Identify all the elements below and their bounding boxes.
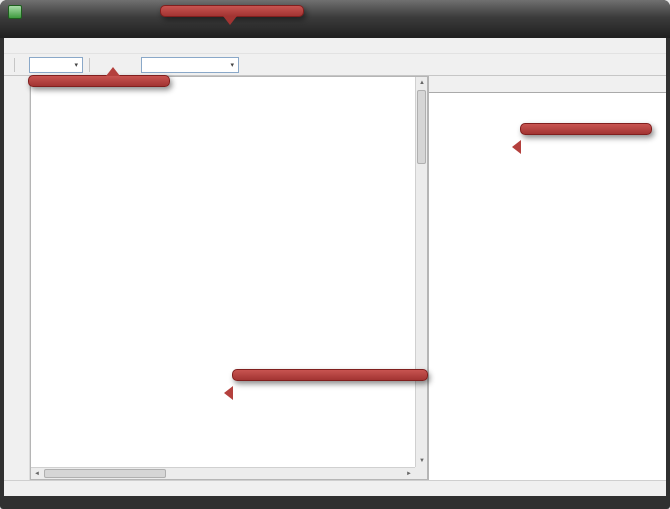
title-bar[interactable] [0, 0, 670, 38]
callout-external-databases [512, 123, 652, 154]
callout-draw-presentation [160, 5, 304, 25]
scroll-right-icon[interactable]: ► [406, 471, 412, 477]
scroll-up-icon[interactable]: ▲ [419, 80, 425, 86]
backpage-content [429, 92, 666, 480]
canvas-wrap: ▲ ▼ ◄ ► [30, 76, 428, 480]
callout-install-plugins [28, 67, 170, 87]
horizontal-scrollbar[interactable]: ◄ ► [31, 467, 415, 479]
callout-pointer-down [223, 16, 238, 25]
callout-pointer-left [224, 386, 233, 400]
status-bar [4, 480, 666, 496]
scroll-left-icon[interactable]: ◄ [34, 471, 40, 477]
chevron-down-icon: ▾ [74, 61, 78, 69]
toolbar: ▾ ▾ [4, 54, 666, 76]
callout-quantitative-data [224, 369, 428, 400]
app-icon [8, 5, 22, 19]
pathway-canvas[interactable] [31, 77, 415, 467]
menu-bar [4, 38, 666, 54]
chevron-down-icon: ▾ [230, 61, 234, 69]
toolbar-separator [89, 57, 90, 72]
visualization-select[interactable]: ▾ [141, 56, 239, 73]
client-area: ▾ ▾ [4, 38, 666, 496]
side-panel [428, 76, 666, 480]
horizontal-scrollbar-thumb[interactable] [44, 469, 166, 478]
zoom-select[interactable]: ▾ [29, 56, 83, 73]
scrollbar-corner [415, 467, 427, 479]
callout-pointer-up [106, 67, 120, 76]
left-info-panel [4, 76, 30, 480]
pathway-edges [31, 77, 415, 467]
content-row: ▲ ▼ ◄ ► [4, 76, 666, 480]
vertical-scrollbar[interactable]: ▲ ▼ [415, 77, 427, 467]
sidebar-tabs [429, 76, 666, 92]
toolbar-separator [14, 57, 15, 72]
callout-pointer-left [512, 140, 521, 154]
vertical-scrollbar-thumb[interactable] [417, 90, 426, 164]
scroll-down-icon[interactable]: ▼ [419, 458, 425, 464]
